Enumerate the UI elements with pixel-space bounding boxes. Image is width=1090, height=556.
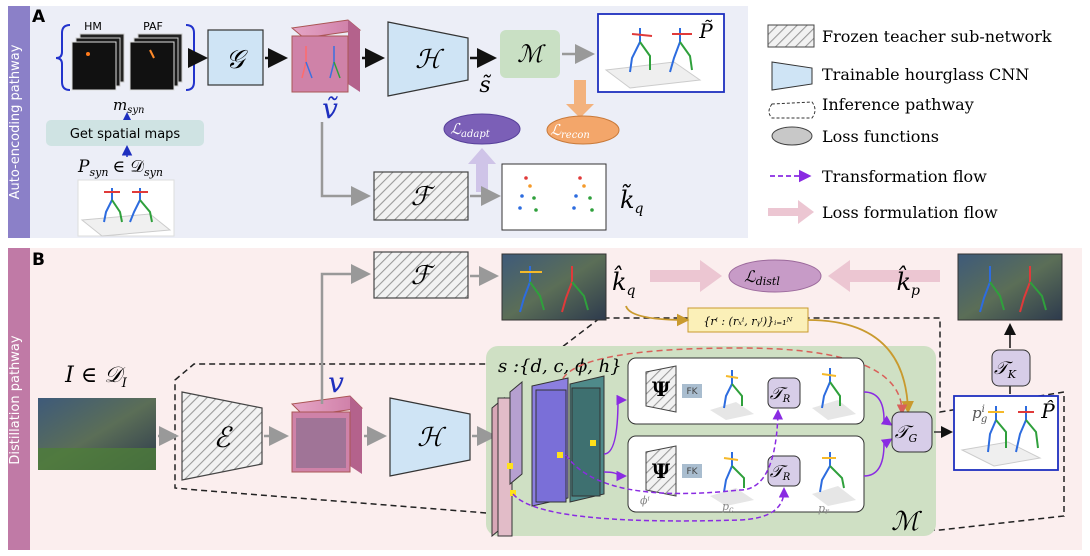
pose-r-lower	[812, 452, 856, 506]
panel-b-letter: B	[32, 250, 45, 270]
purple-dashed-flow-2	[512, 487, 790, 522]
legend-label-transform: Transformation flow	[822, 167, 987, 186]
k-p-hat-image	[957, 253, 1063, 321]
t-k-block	[991, 349, 1031, 387]
h-hourglass-b	[389, 397, 471, 477]
l-adapt-ellipse	[443, 113, 521, 145]
e-symbol: ℰ	[214, 421, 234, 454]
fk-tag-upper	[682, 384, 702, 398]
l-adapt-label: ℒadapt	[450, 120, 491, 140]
m-syn-label: msyn	[113, 96, 144, 116]
k-q-hat-skeleton	[519, 266, 589, 313]
legend-loss-icon	[771, 126, 813, 146]
psi-block-upper	[645, 365, 677, 413]
k-q-hat-image	[501, 253, 607, 321]
v-tilde-cube	[290, 19, 362, 93]
m-block-a	[500, 30, 560, 78]
p-r-label: pr	[818, 502, 830, 516]
l-distl-label: ℒdistl	[744, 267, 780, 288]
panel-b-side-label: Distillation pathway	[8, 335, 23, 464]
s-tilde-label: s̃	[479, 73, 491, 98]
p-hat-pose	[960, 406, 1042, 467]
hm-paf-maps	[55, 24, 201, 91]
r-set-label: {rⁱ : (rₓⁱ, rᵧⁱ)}ᵢ₌₁ᴺ	[703, 315, 793, 328]
p-tilde-label: P̃	[698, 19, 713, 43]
t-r-block-upper	[767, 377, 801, 409]
panel-a-side-bar	[8, 6, 30, 238]
legend-label-loss: Loss functions	[822, 127, 939, 146]
psi-block-lower	[645, 445, 677, 497]
psi-symbol-upper: Ψ	[652, 377, 671, 401]
g-block	[207, 29, 264, 86]
k-q-tilde-label: k̃q	[620, 183, 644, 217]
f-frozen-block-b	[373, 251, 469, 299]
legend-label-hourglass: Trainable hourglass CNN	[822, 65, 1029, 84]
legend-label-inference: Inference pathway	[822, 95, 974, 114]
k-q-tilde-keypoints	[518, 176, 594, 212]
legend-label-loss-flow: Loss formulation flow	[822, 203, 998, 222]
pose-r-upper	[812, 368, 856, 420]
e-encoder-block	[181, 391, 263, 481]
v-tilde-label: ṽ	[322, 92, 338, 125]
legend-inference-icon	[768, 101, 816, 119]
legend-hourglass-icon	[771, 61, 813, 91]
adapt-loss-arrow	[468, 148, 496, 192]
i-input-label: I ∈ 𝒟I	[64, 363, 128, 391]
hm-label: HM	[84, 20, 102, 33]
pose-c-lower	[710, 452, 754, 506]
l-recon-ellipse	[546, 115, 620, 145]
l-distl-ellipse	[728, 259, 822, 293]
paf-label: PAF	[143, 20, 163, 33]
m-symbol-a: ℳ	[517, 40, 546, 68]
get-spatial-maps-label: Get spatial maps	[70, 127, 181, 142]
distl-arrow-left	[650, 260, 722, 292]
legend-label-frozen: Frozen teacher sub-network	[822, 27, 1052, 46]
r-set-box	[687, 307, 809, 333]
panel-a-side-label: Auto-encoding pathway	[8, 44, 23, 199]
v-cube	[290, 395, 364, 474]
upper-branch-box	[627, 357, 865, 425]
h-symbol-a: ℋ	[415, 45, 445, 75]
get-spatial-maps-box	[46, 120, 204, 146]
l-recon-label: ℒrecon	[550, 121, 590, 141]
pose-c-upper	[710, 370, 754, 420]
purple-dashed-flow-1	[565, 409, 784, 495]
p-c-label: pc	[722, 500, 734, 514]
v-label: v	[328, 366, 344, 399]
m-symbol-b: ℳ	[891, 507, 922, 537]
k-p-hat-label: k̂p	[896, 265, 920, 299]
fk-label-lower: FK	[686, 467, 698, 477]
k-p-hat-skeleton	[979, 266, 1047, 313]
legend-loss-arrow-icon	[768, 200, 814, 224]
g-symbol: 𝒢	[226, 45, 249, 75]
k-q-tilde-image	[501, 163, 607, 231]
legend-frozen-icon	[767, 24, 815, 48]
fk-label-upper: FK	[686, 387, 698, 397]
panel-a-letter: A	[32, 7, 46, 27]
red-dashed-flow	[559, 347, 908, 415]
p-hat-label: P̂	[1040, 399, 1055, 423]
legend: Frozen teacher sub-network Trainable hou…	[767, 24, 1052, 224]
t-g-block	[891, 411, 933, 453]
h-hourglass-a	[387, 21, 469, 97]
p-tilde-pose	[604, 28, 702, 89]
h-symbol-b: ℋ	[417, 423, 447, 453]
recon-loss-arrow	[566, 80, 594, 118]
synthetic-pose-image	[77, 179, 175, 237]
p-syn-label: Psyn∈ 𝒟syn	[77, 157, 163, 179]
k-q-hat-label: k̂q	[612, 265, 636, 299]
f-frozen-block-a	[373, 171, 469, 221]
panel-b-side-bar	[8, 248, 30, 550]
feature-maps	[491, 375, 605, 538]
distl-arrow-right	[828, 260, 940, 292]
fk-tag-lower	[682, 464, 702, 478]
phi-i-label: ϕⁱ	[640, 494, 650, 507]
psi-symbol-lower: Ψ	[652, 459, 671, 483]
